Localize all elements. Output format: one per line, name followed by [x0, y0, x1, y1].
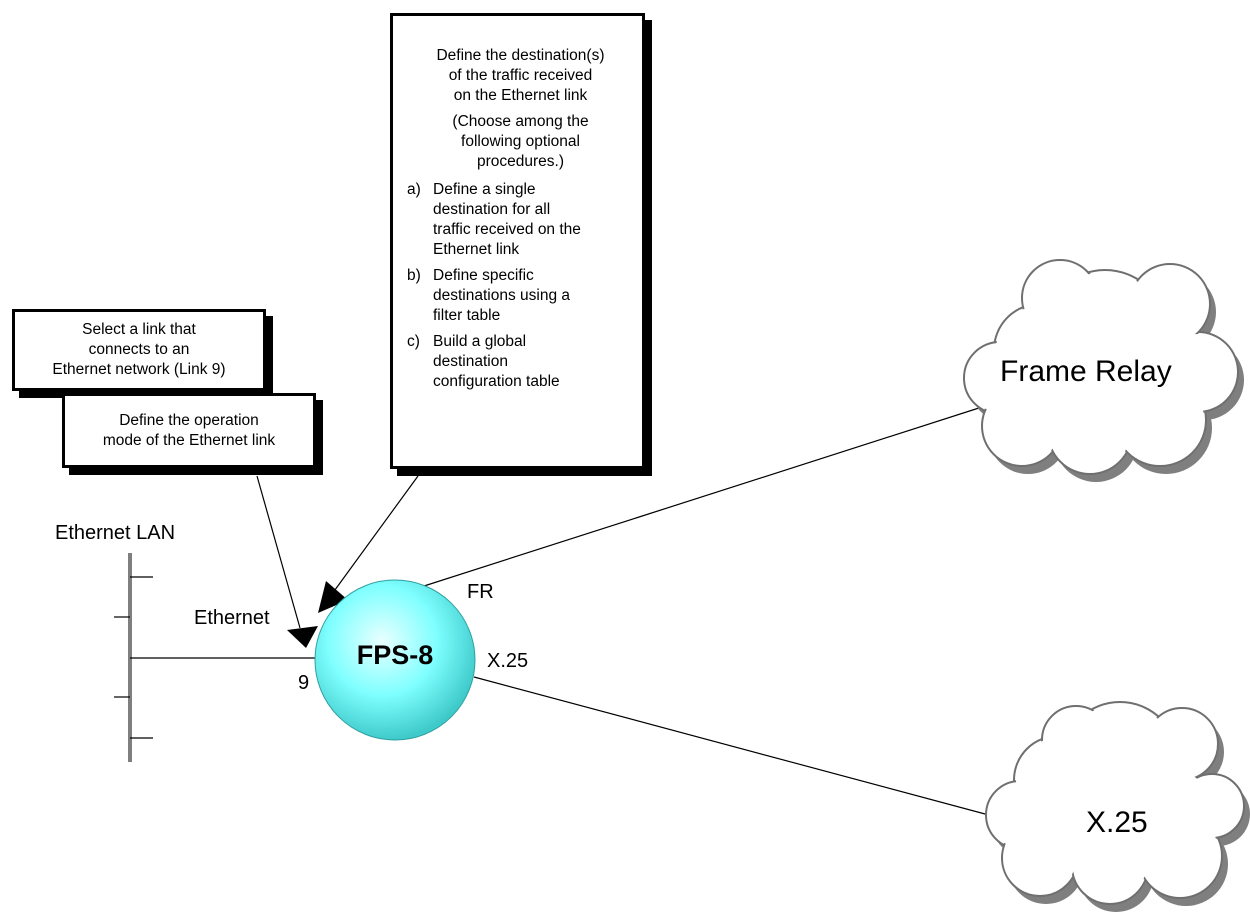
- fps8-node-label: FPS-8: [356, 640, 434, 670]
- destination-callout-box: Define the destination(s) of the traffic…: [390, 13, 645, 469]
- procedure-option-text: Define specific destinations using a fil…: [433, 267, 571, 324]
- operation-mode-arrowhead: [287, 626, 318, 648]
- procedure-option-c: c) Build a global destination configurat…: [407, 332, 634, 392]
- port-number-label: 9: [298, 672, 310, 694]
- operation-mode-callout-box: Define the operation mode of the Etherne…: [62, 393, 316, 468]
- select-link-callout-text: Select a link that connects to an Ethern…: [52, 321, 226, 378]
- ethernet-port-label: Ethernet: [194, 607, 270, 629]
- destination-callout-title: Define the destination(s) of the traffic…: [436, 47, 605, 104]
- frame-relay-cloud: [963, 259, 1244, 482]
- frame-relay-link-line: [423, 406, 983, 587]
- x25-cloud-label: X.25: [1086, 806, 1148, 839]
- operation-mode-pointer-line: [256, 475, 301, 629]
- destination-pointer-line: [331, 475, 419, 595]
- procedure-option-text: Define a single destination for all traf…: [433, 181, 581, 258]
- x25-cloud: [985, 701, 1250, 912]
- x25-link-line: [473, 676, 1001, 819]
- ethernet-lan-label: Ethernet LAN: [55, 522, 176, 544]
- frame-relay-cloud-fill: [966, 262, 1236, 472]
- procedure-option-a: a) Define a single destination for all t…: [407, 180, 634, 260]
- operation-mode-callout-text: Define the operation mode of the Etherne…: [102, 411, 276, 449]
- procedure-option-letter: c): [407, 333, 420, 350]
- procedure-option-letter: a): [407, 181, 421, 198]
- select-link-callout-box: Select a link that connects to an Ethern…: [12, 309, 266, 391]
- procedure-option-text: Build a global destination configuration…: [433, 333, 560, 390]
- x25-cloud-fill: [988, 704, 1242, 902]
- destination-callout-subtitle: (Choose among the following optional pro…: [452, 113, 589, 170]
- procedure-option-letter: b): [407, 267, 421, 284]
- destination-arrowhead: [318, 581, 348, 613]
- procedure-option-b: b) Define specific destinations using a …: [407, 266, 634, 326]
- x25-port-label: X.25: [487, 650, 529, 672]
- frame-relay-cloud-label: Frame Relay: [1000, 355, 1172, 388]
- fps8-node-icon[interactable]: [314, 579, 476, 741]
- procedure-options-list: a) Define a single destination for all t…: [407, 180, 634, 392]
- fr-port-label: FR: [467, 581, 494, 603]
